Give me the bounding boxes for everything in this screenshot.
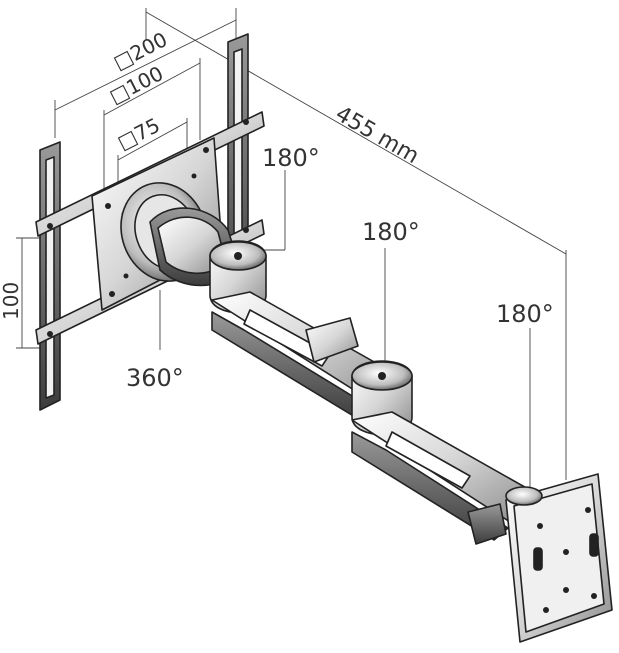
wall-joint-rotation-label: 180° [496,300,554,328]
head-swivel-rotation-label: 360° [126,364,184,392]
elbow-joint-rotation-label: 180° [362,218,420,246]
reach-label: 455 mm [331,102,423,170]
tilt-joint-rotation-label: 180° [262,144,320,172]
arm-section-2 [351,411,531,545]
arm-section-1 [211,291,393,421]
tilt-joint [149,207,267,314]
wall-bracket [505,473,613,643]
rail-height-label: 100 [0,282,23,320]
vesa-100-label: □100 [105,61,167,108]
